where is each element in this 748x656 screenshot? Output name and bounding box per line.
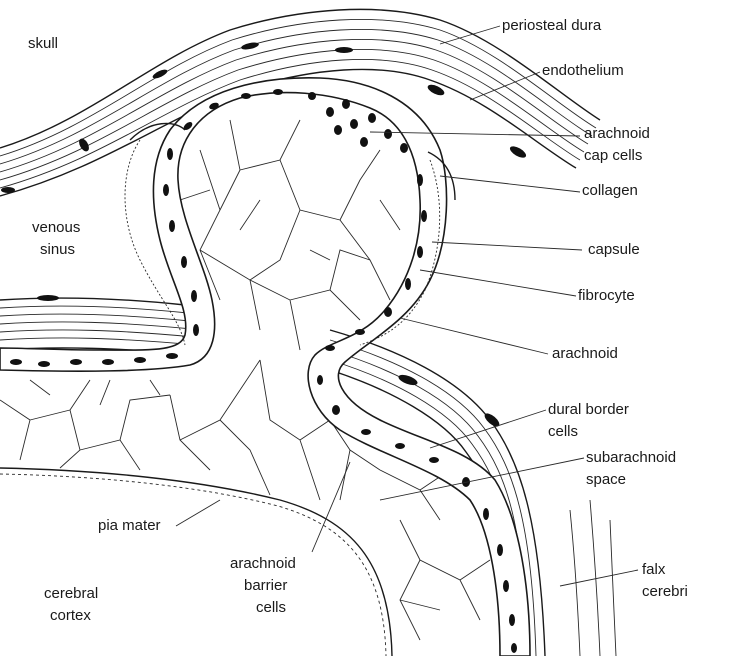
periosteal-dura-layers xyxy=(0,8,601,197)
label-barrier-line3: cells xyxy=(256,599,286,616)
cerebral-cortex xyxy=(0,467,393,656)
label-venous-line1: venous xyxy=(32,219,80,236)
label-periosteal-dura: periosteal dura xyxy=(502,17,602,34)
label-venous-line2: sinus xyxy=(40,241,75,258)
label-skull: skull xyxy=(28,35,58,52)
label-arachnoid: arachnoid xyxy=(552,345,618,362)
label-falx-line1: falx xyxy=(642,561,666,578)
label-pia-mater: pia mater xyxy=(98,517,161,534)
label-cortex-line1: cerebral xyxy=(44,585,98,602)
label-endothelium: endothelium xyxy=(542,62,624,79)
label-dural-border-line2: cells xyxy=(548,423,578,440)
label-arachnoid-cap-line2: cap cells xyxy=(584,147,642,164)
label-barrier-line2: barrier xyxy=(244,577,287,594)
granulation-core-trabeculae xyxy=(179,119,401,351)
label-subarachnoid-line1: subarachnoid xyxy=(586,449,676,466)
label-falx-line2: cerebri xyxy=(642,583,688,600)
labels: skull periosteal dura endothelium arachn… xyxy=(28,17,688,624)
sinus-floor-dura xyxy=(0,295,199,356)
label-cortex-line2: cortex xyxy=(50,607,91,624)
label-fibrocyte: fibrocyte xyxy=(578,287,635,304)
leader-lines xyxy=(175,25,639,587)
label-collagen: collagen xyxy=(582,182,638,199)
label-capsule: capsule xyxy=(588,241,640,258)
label-subarachnoid-line2: space xyxy=(586,471,626,488)
arachnoid-cell-nuclei xyxy=(10,89,517,653)
label-barrier-line1: arachnoid xyxy=(230,555,296,572)
label-dural-border-line1: dural border xyxy=(548,401,629,418)
subarachnoid-trabeculae xyxy=(0,359,491,641)
arachnoid-granulation-wall xyxy=(0,77,531,656)
label-arachnoid-cap-line1: arachnoid xyxy=(584,125,650,142)
